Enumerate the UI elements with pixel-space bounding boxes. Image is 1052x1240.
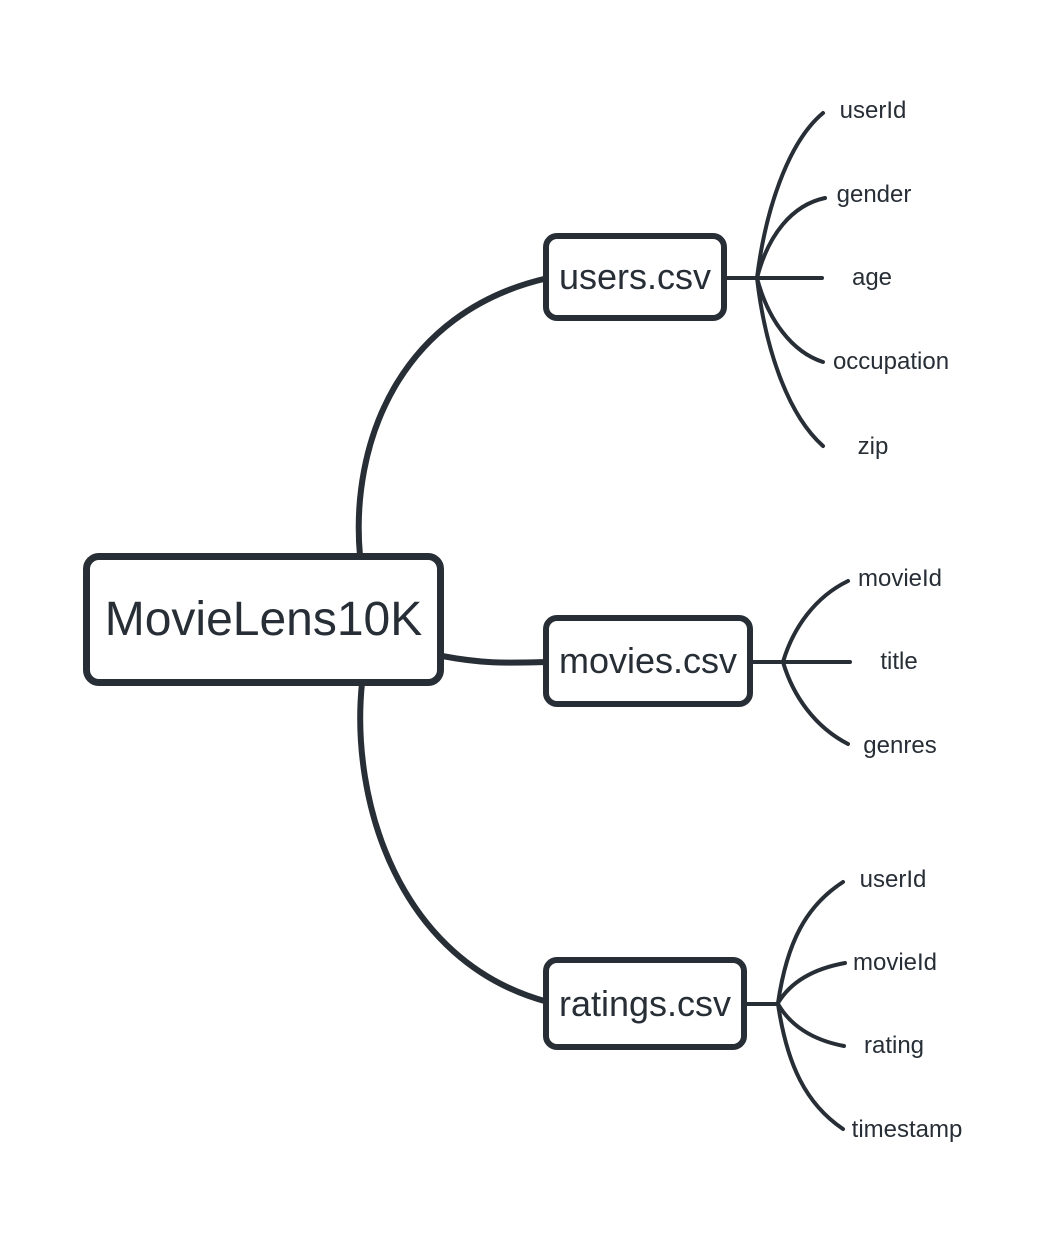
node-movies-csv-label: movies.csv <box>558 640 738 681</box>
leaf-ratings-movieid: movieId <box>852 949 938 976</box>
leaf-users-userid: userId <box>839 97 907 124</box>
edge-movies-movieid <box>781 579 850 664</box>
node-users-csv: users.csv <box>543 233 727 321</box>
edge-users-gender <box>755 196 827 280</box>
edge-ratings-timestamp <box>776 1002 845 1131</box>
leaf-users-zip: zip <box>857 433 889 460</box>
node-ratings-csv: ratings.csv <box>543 957 747 1050</box>
leaf-ratings-timestamp: timestamp <box>851 1116 963 1143</box>
node-root-label: MovieLens10K <box>104 593 423 646</box>
node-ratings-csv-label: ratings.csv <box>558 982 732 1024</box>
edge-users-occupation <box>755 276 825 364</box>
edge-root-movies <box>439 653 551 666</box>
node-movies-csv: movies.csv <box>543 615 753 707</box>
edge-root-ratings <box>357 680 551 1005</box>
edge-users-zip <box>755 276 825 448</box>
edge-movies-genres <box>781 660 850 746</box>
leaf-movies-genres: genres <box>863 732 937 759</box>
node-users-csv-label: users.csv <box>558 256 712 297</box>
leaf-users-gender: gender <box>836 181 912 208</box>
leaf-ratings-userid: userId <box>859 866 927 893</box>
leaf-movies-title: title <box>880 648 918 675</box>
edge-ratings-userid <box>776 880 845 1005</box>
leaf-users-occupation: occupation <box>832 348 950 375</box>
leaf-users-age: age <box>851 264 893 291</box>
node-root: MovieLens10K <box>83 553 444 686</box>
leaf-movies-movieid: movieId <box>857 565 943 592</box>
leaf-ratings-rating: rating <box>863 1032 925 1059</box>
edge-users-userid <box>755 111 825 280</box>
edge-ratings-movieid <box>776 961 847 1005</box>
edge-root-users <box>355 275 551 559</box>
edge-ratings-rating <box>776 1002 846 1048</box>
